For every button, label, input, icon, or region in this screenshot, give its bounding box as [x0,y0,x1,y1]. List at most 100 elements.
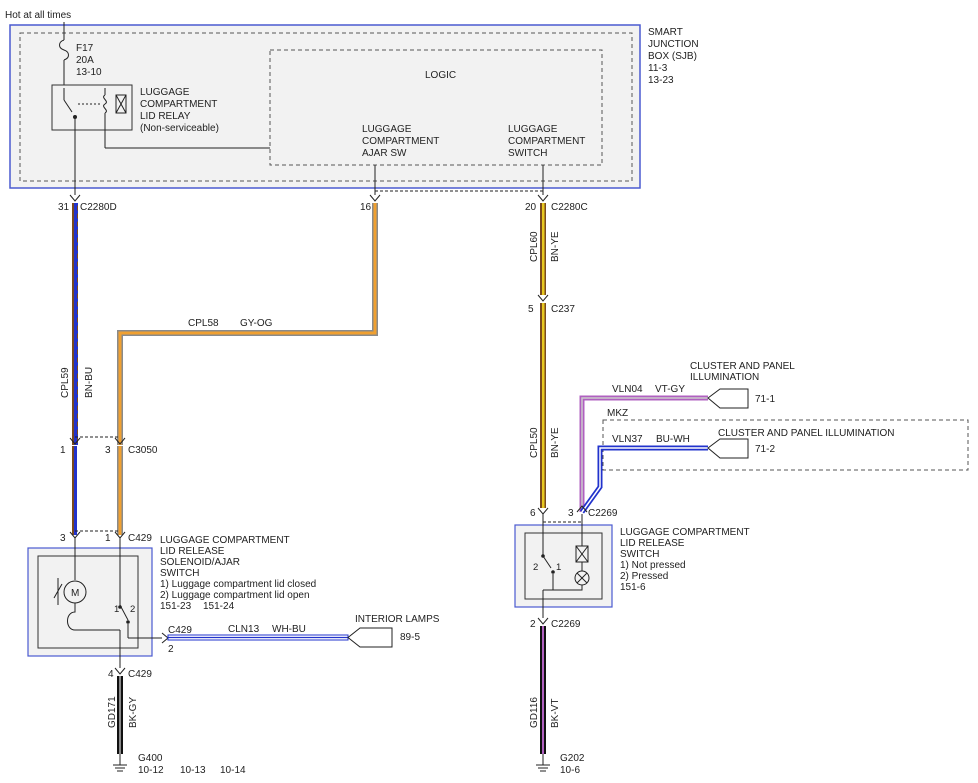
c3050-pin3: 3 [105,445,111,456]
c2269-pin6: 6 [530,508,536,519]
connector-c2280d-icon [69,194,81,202]
cluster2-ref: 71-2 [755,444,775,455]
g400-ref-2: 10-13 [180,765,206,776]
wire-vln37 [579,445,708,514]
cluster2-connector-icon [707,438,749,459]
fuse-ref: 13-10 [76,67,102,78]
switch-label-2: LID RELEASE [620,538,685,549]
relay-label-2: COMPARTMENT [140,99,217,110]
cluster1-ref: 71-1 [755,394,775,405]
g202-ref: 10-6 [560,765,580,776]
cpl60-color: BN-YE [550,231,561,262]
relay-contact-icon [63,99,73,113]
smart-junction-box: SMART JUNCTION BOX (SJB) 11-3 13-23 LOGI… [9,24,699,189]
interior-lamps-title: INTERIOR LAMPS [355,614,440,625]
fuse-name: F17 [76,43,94,54]
ground-g202-icon [536,754,550,772]
solenoid-outline [27,547,153,657]
cpl58-label: CPL58 [188,318,219,329]
vln37-color: BU-WH [656,434,690,445]
cluster1-title-2: ILLUMINATION [690,372,759,383]
cluster1-title-1: CLUSTER AND PANEL [690,361,795,372]
switch-pin1: 1 [556,562,561,573]
connector-c2269-pin6-icon [537,507,549,515]
wire-vln04 [579,395,708,512]
g400-ref-3: 10-14 [220,765,246,776]
gd171-label: GD171 [107,696,118,728]
fuse-rating: 20A [76,55,94,66]
c2280d-label: C2280D [80,202,117,213]
switch-state-1: 1) Not pressed [620,560,686,571]
solenoid-ref-2: 151-24 [203,601,235,612]
connector-c429-bot-icon [114,667,126,675]
c2280d-pin16: 16 [360,202,372,213]
switch-ref: 151-6 [620,582,646,593]
g400-ref-1: 10-12 [138,765,164,776]
solenoid-state-2: 2) Luggage compartment lid open [160,590,310,601]
sjb-label-1: SMART [648,27,683,38]
cln13-color: WH-BU [272,624,306,635]
switch-state-2: 2) Pressed [620,571,668,582]
logic-switch-1: LUGGAGE [508,124,558,135]
connector-c2269-bot-icon [537,617,549,625]
cluster1-connector-icon [707,388,749,409]
c429-pin1: 1 [105,533,111,544]
solenoid-label-4: SWITCH [160,568,199,579]
cpl59-label: CPL59 [60,367,71,398]
c2269-bot-label: C2269 [551,619,581,630]
switch-label-1: LUGGAGE COMPARTMENT [620,527,750,538]
sjb-inner-dashed [19,32,633,182]
c429-top-label: C429 [128,533,152,544]
c429-bot-pin: 4 [108,669,114,680]
gd171-color: BK-GY [128,697,139,728]
cluster2-title: CLUSTER AND PANEL ILLUMINATION [718,428,895,439]
c429-side-label: C429 [168,625,192,636]
solenoid-label-3: SOLENOID/AJAR [160,557,240,568]
g400-label: G400 [138,753,163,764]
c2269-bot-pin: 2 [530,619,536,630]
connector-c2269-pin3-icon [576,505,588,513]
hot-label: Hot at all times [5,10,71,21]
mkz-label: MKZ [607,408,628,419]
gd116-color: BK-VT [550,699,561,728]
switch-outline [514,524,613,608]
logic-ajar-1: LUGGAGE [362,124,412,135]
sol-sw-pin2: 2 [130,604,135,615]
c237-pin: 5 [528,304,534,315]
c429-pin3: 3 [60,533,66,544]
solenoid-ref-1: 151-23 [160,601,192,612]
mkz-option-box [602,419,969,471]
cpl50-color: BN-YE [550,427,561,458]
cln13-label: CLN13 [228,624,260,635]
vln37-label: VLN37 [612,434,643,445]
c429-bot-label: C429 [128,669,152,680]
c2280c-pin: 20 [525,202,537,213]
ground-g400-icon [113,754,127,772]
interior-lamps-ref: 89-5 [400,632,420,643]
c429-side-pin: 2 [168,644,174,655]
solenoid-label-2: LID RELEASE [160,546,225,557]
cpl60-label: CPL60 [529,231,540,262]
c3050-pin1: 1 [60,445,66,456]
connector-c3050-pin1-icon [69,437,81,445]
c2280c-label: C2280C [551,202,588,213]
logic-box [269,49,603,166]
vln04-label: VLN04 [612,384,643,395]
gd116-label: GD116 [529,697,540,728]
connector-c237-icon [537,294,549,302]
connector-c3050-pin3-icon [114,437,126,445]
motor-label: M [71,588,79,599]
fuse-icon [59,39,69,61]
solenoid-label-1: LUGGAGE COMPARTMENT [160,535,290,546]
cpl59-color: BN-BU [84,367,95,398]
relay-label-4: (Non-serviceable) [140,123,219,134]
sjb-ref-2: 13-23 [648,75,674,86]
c2269-pin3: 3 [568,508,574,519]
cpl58-color: GY-OG [240,318,273,329]
logic-ajar-2: COMPARTMENT [362,136,439,147]
logic-switch-3: SWITCH [508,148,547,159]
c2280d-pin: 31 [58,202,70,213]
wire-cpl58 [117,203,378,445]
switch-pin2: 2 [533,562,538,573]
